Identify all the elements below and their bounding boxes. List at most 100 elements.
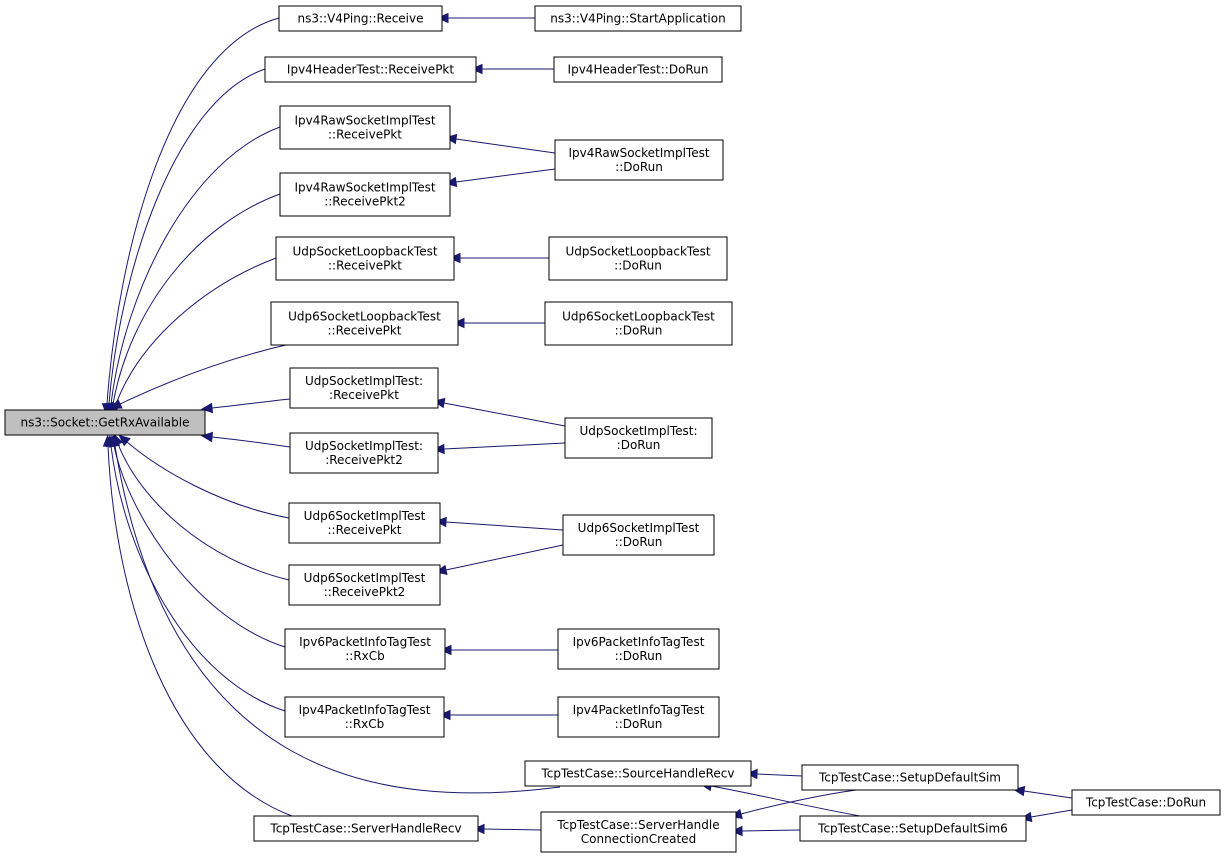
edge-udpimdorun-to-udpimrecv2: [432, 442, 566, 455]
edge-line: [483, 828, 542, 831]
node-label: Ipv4RawSocketImplTest: [294, 114, 435, 128]
node-udpimrecv[interactable]: UdpSocketImplTest::ReceivePkt: [289, 367, 439, 409]
node-box: [279, 105, 451, 150]
edge-ihdorun-to-ihrecv: [470, 63, 554, 75]
node-ihrecv[interactable]: Ipv4HeaderTest::ReceivePkt: [264, 56, 477, 83]
node-label: UdpSocketImplTest:: [579, 424, 697, 438]
node-label: TcpTestCase::ServerHandleRecv: [269, 822, 461, 836]
node-rawrecv[interactable]: Ipv4RawSocketImplTest::ReceivePkt: [279, 105, 451, 150]
node-udplbdorun[interactable]: UdpSocketLoopbackTest::DoRun: [548, 236, 728, 281]
node-ip4rxcb[interactable]: Ipv4PacketInfoTagTest::RxCb: [284, 696, 445, 738]
node-udp6lbrecv[interactable]: Udp6SocketLoopbackTest::ReceivePkt: [270, 301, 459, 346]
node-box: [557, 628, 720, 670]
node-tcpsetup6[interactable]: TcpTestCase::SetupDefaultSim6: [799, 815, 1027, 842]
node-label: Udp6SocketImplTest: [304, 509, 426, 523]
edge-arrowhead: [745, 768, 758, 780]
node-ip4dorun[interactable]: Ipv4PacketInfoTagTest::DoRun: [557, 696, 720, 738]
node-udpimdorun[interactable]: UdpSocketImplTest::DoRun: [564, 417, 713, 459]
edge-arrowhead: [434, 516, 447, 528]
edge-v4recv-to-root: [101, 17, 280, 416]
node-label: Ipv6PacketInfoTagTest: [299, 635, 431, 649]
node-ip6dorun[interactable]: Ipv6PacketInfoTagTest::DoRun: [557, 628, 720, 670]
edge-arrowhead: [438, 709, 451, 721]
node-box: [289, 367, 439, 409]
edge-tcpsetup-to-tcpconn: [730, 789, 857, 819]
edge-line: [115, 257, 277, 405]
edge-line: [443, 442, 566, 450]
node-box: [562, 514, 715, 556]
root-node[interactable]: ns3::Socket::GetRxAvailable: [4, 409, 206, 436]
node-label: Udp6SocketImplTest: [578, 521, 700, 535]
edge-arrowhead: [452, 317, 465, 329]
node-label: ns3::V4Ping::Receive: [297, 12, 423, 26]
node-label: TcpTestCase::ServerHandle: [556, 818, 719, 832]
node-udpimrecv2[interactable]: UdpSocketImplTest::ReceivePkt2: [289, 432, 439, 474]
node-label: ::DoRun: [615, 649, 663, 663]
node-rawdorun[interactable]: Ipv4RawSocketImplTest::DoRun: [554, 139, 724, 181]
node-v4start[interactable]: ns3::V4Ping::StartApplication: [534, 5, 742, 32]
edge-arrowhead: [200, 431, 214, 443]
node-label: ns3::Socket::GetRxAvailable: [21, 416, 190, 430]
edge-line: [756, 773, 803, 777]
edge-ip4dorun-to-ip4rxcb: [438, 709, 558, 721]
node-label: :ReceivePkt2: [325, 453, 403, 467]
node-udp6imrecv[interactable]: Udp6SocketImplTest::ReceivePkt: [288, 502, 441, 544]
node-label: Ipv6PacketInfoTagTest: [573, 635, 705, 649]
edge-line: [112, 193, 281, 405]
edge-line: [113, 445, 286, 648]
node-udp6imdorun[interactable]: Udp6SocketImplTest::DoRun: [562, 514, 715, 556]
edge-tcpdorun-to-tcpsetup: [1012, 785, 1073, 799]
node-udp6lbdorun[interactable]: Udp6SocketLoopbackTest::DoRun: [544, 301, 733, 346]
node-label: ::RxCb: [345, 649, 385, 663]
node-label: TcpTestCase::SetupDefaultSim: [818, 771, 1001, 785]
edge-udp6imdorun-to-udp6imrecv2: [435, 544, 564, 576]
edge-arrowhead: [448, 252, 461, 264]
edge-udp6lbrecv-to-root: [109, 343, 291, 409]
edge-arrowhead: [109, 399, 123, 409]
node-label: ::DoRun: [615, 717, 663, 731]
node-box: [288, 502, 441, 544]
edge-line: [106, 17, 280, 405]
edge-udp6lbdorun-to-udp6lbrecv: [452, 317, 545, 329]
edge-line: [211, 436, 291, 448]
node-box: [279, 172, 451, 217]
node-ip6rxcb[interactable]: Ipv6PacketInfoTagTest::RxCb: [284, 628, 446, 670]
edge-arrowhead: [472, 823, 485, 835]
node-label: UdpSocketLoopbackTest: [565, 245, 710, 259]
edge-line: [1030, 809, 1073, 818]
edge-line: [117, 443, 290, 581]
node-v4recv[interactable]: ns3::V4Ping::Receive: [278, 5, 443, 32]
edge-ip4rxcb-to-root: [105, 434, 286, 712]
node-tcpconn[interactable]: TcpTestCase::ServerHandleConnectionCreat…: [540, 811, 737, 853]
node-box: [284, 628, 446, 670]
node-rawrecv2[interactable]: Ipv4RawSocketImplTest::ReceivePkt2: [279, 172, 451, 217]
edge-arrowhead: [109, 434, 121, 448]
edge-udpimrecv-to-root: [200, 398, 291, 414]
node-label: ::ReceivePkt: [328, 324, 402, 338]
edge-line: [119, 343, 291, 405]
node-tcpsetup[interactable]: TcpTestCase::SetupDefaultSim: [801, 764, 1019, 791]
edge-arrowhead: [439, 644, 452, 656]
node-box: [524, 760, 752, 787]
node-box: [278, 5, 443, 32]
node-box: [564, 417, 713, 459]
node-box: [557, 696, 720, 738]
node-label: UdpSocketLoopbackTest: [292, 245, 437, 259]
node-label: ConnectionCreated: [581, 832, 696, 846]
edge-line: [211, 398, 291, 409]
node-tcpsrc[interactable]: TcpTestCase::SourceHandleRecv: [524, 760, 752, 787]
edge-arrowhead: [118, 434, 131, 447]
node-tcpdorun[interactable]: TcpTestCase::DoRun: [1071, 789, 1221, 816]
edge-udplbrecv-to-root: [111, 257, 277, 415]
node-udplbrecv[interactable]: UdpSocketLoopbackTest::ReceivePkt: [275, 236, 455, 281]
node-box: [4, 409, 206, 436]
edge-udpimdorun-to-udpimrecv: [432, 397, 566, 427]
node-label: ::DoRun: [615, 160, 663, 174]
node-label: Udp6SocketLoopbackTest: [288, 310, 441, 324]
node-tcpsrv[interactable]: TcpTestCase::ServerHandleRecv: [253, 815, 479, 842]
node-ihdorun[interactable]: Ipv4HeaderTest::DoRun: [553, 56, 723, 83]
node-udp6imrecv2[interactable]: Udp6SocketImplTest::ReceivePkt2: [288, 564, 441, 606]
node-label: ::DoRun: [615, 324, 663, 338]
node-label: Ipv4HeaderTest::ReceivePkt: [287, 63, 454, 77]
